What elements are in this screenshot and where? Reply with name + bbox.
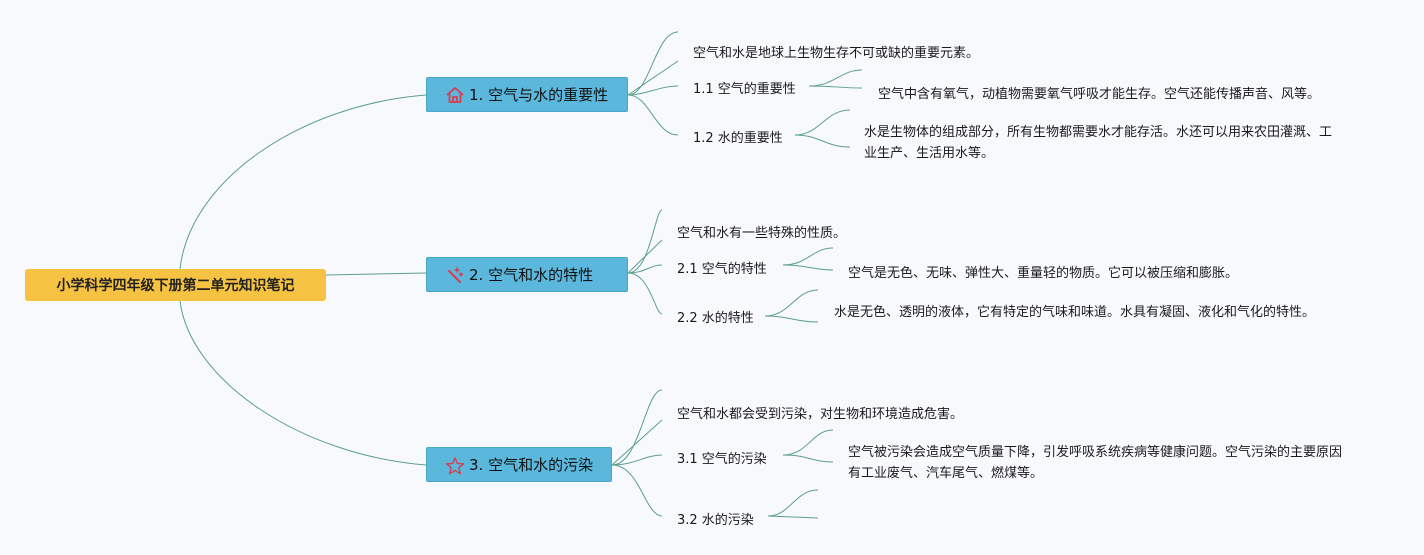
sub-topic-3-2[interactable]: 3.2 水的污染 — [677, 513, 754, 528]
branch-label: 1. 空气与水的重要性 — [469, 86, 609, 104]
sub-topic-1-1[interactable]: 1.1 空气的重要性 — [693, 82, 796, 97]
magic-wand-icon — [445, 265, 465, 285]
branch-label: 2. 空气和水的特性 — [469, 266, 594, 284]
note-2-2: 水是无色、透明的液体，它有特定的气味和味道。水具有凝固、液化和气化的特性。 — [834, 305, 1316, 320]
branch-2-intro: 空气和水有一些特殊的性质。 — [677, 226, 847, 241]
root-topic[interactable]: 小学科学四年级下册第二单元知识笔记 — [25, 269, 326, 301]
branch-3-intro: 空气和水都会受到污染，对生物和环境造成危害。 — [677, 407, 964, 422]
sub-topic-2-2[interactable]: 2.2 水的特性 — [677, 311, 754, 326]
branch-label: 3. 空气和水的污染 — [469, 456, 594, 474]
star-icon — [445, 455, 465, 475]
branch-1-intro: 空气和水是地球上生物生存不可或缺的重要元素。 — [693, 46, 980, 61]
branch-importance[interactable]: 1. 空气与水的重要性 — [426, 77, 628, 112]
sub-topic-1-2[interactable]: 1.2 水的重要性 — [693, 131, 783, 146]
note-1-2: 水是生物体的组成部分，所有生物都需要水才能存活。水还可以用来农田灌溉、工业生产、… — [864, 125, 1333, 161]
home-icon — [445, 85, 465, 105]
note-2-1: 空气是无色、无味、弹性大、重量轻的物质。它可以被压缩和膨胀。 — [848, 266, 1239, 281]
branch-properties[interactable]: 2. 空气和水的特性 — [426, 257, 628, 292]
sub-topic-2-1[interactable]: 2.1 空气的特性 — [677, 262, 767, 277]
note-1-1: 空气中含有氧气，动植物需要氧气呼吸才能生存。空气还能传播声音、风等。 — [878, 87, 1321, 102]
note-3-1: 空气被污染会造成空气质量下降，引发呼吸系统疾病等健康问题。空气污染的主要原因有工… — [848, 445, 1343, 481]
branch-pollution[interactable]: 3. 空气和水的污染 — [426, 447, 612, 482]
sub-topic-3-1[interactable]: 3.1 空气的污染 — [677, 452, 767, 467]
